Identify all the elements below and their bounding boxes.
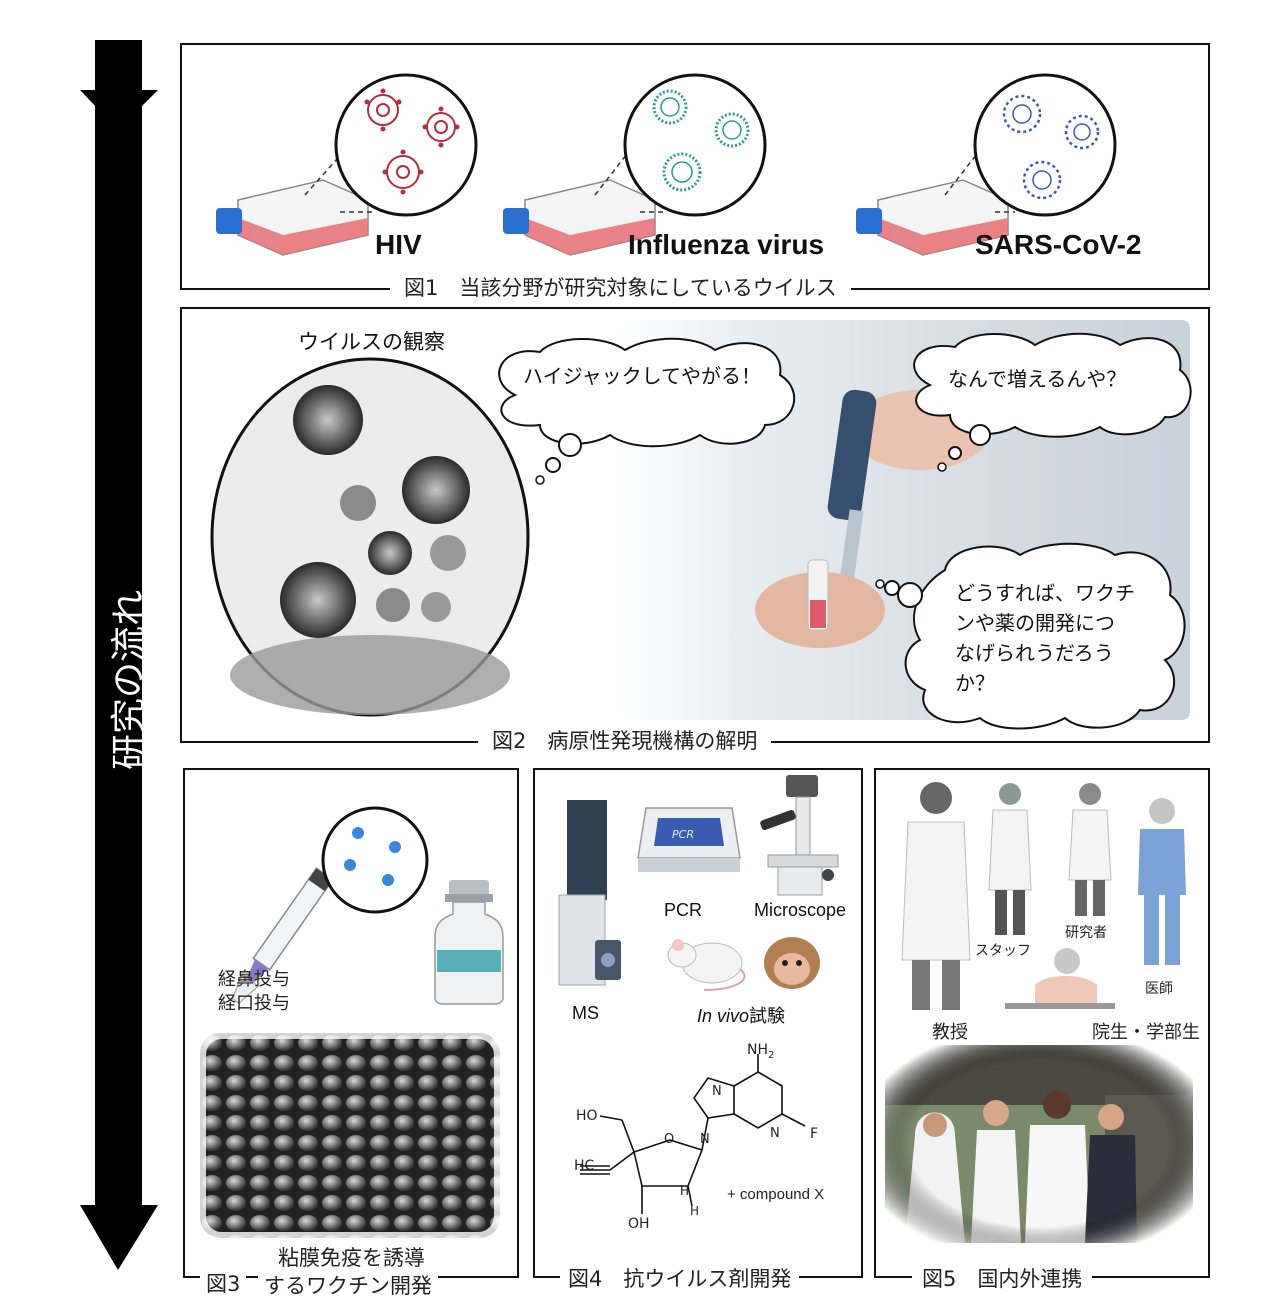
professor-figure: [901, 782, 971, 1010]
compound-x-label: + compound X: [727, 1186, 825, 1203]
chem-h-1: H: [680, 1184, 690, 1198]
chem-oh: OH: [628, 1216, 650, 1232]
role-researcher: 研究者: [1065, 925, 1107, 941]
observation-label: ウイルスの観察: [298, 330, 445, 354]
invivo-rest: 試験: [749, 1006, 786, 1027]
virus-label-hiv: HIV: [375, 229, 422, 260]
mucosa-sem-image: [194, 1027, 506, 1244]
mass-spectrometer-icon: [558, 800, 621, 986]
flask-hiv: [216, 179, 369, 256]
route-nasal: 経鼻投与: [218, 969, 290, 990]
bubble-vaccine-line-4: か？: [955, 671, 995, 695]
fig2-caption: 図2 病原性発現機構の解明: [478, 725, 772, 755]
virus-label-flu: Influenza virus: [628, 229, 825, 260]
hiv-zoom-circle: [334, 73, 478, 217]
flask-sars: [856, 179, 1009, 256]
bubble-vaccine: [875, 542, 1186, 730]
microscope-label: Microscope: [754, 900, 847, 920]
vial-icon: [434, 880, 504, 1005]
role-staff: スタッフ: [975, 943, 1031, 959]
pcr-label: PCR: [664, 900, 703, 920]
fig3-caption-line-2: するワクチン開発: [258, 1270, 438, 1300]
student-figure: [1005, 948, 1115, 1009]
ms-label: MS: [572, 1003, 599, 1023]
chem-nh2: NH2: [747, 1042, 774, 1061]
role-professor: 教授: [932, 1022, 968, 1043]
bubble-hijack-text: ハイジャックしてやがる！: [523, 364, 761, 388]
invivo-label: In vivo試験: [697, 1002, 785, 1028]
fig5-caption: 図5 国内外連携: [912, 1263, 1093, 1293]
chemical-structure: [580, 1054, 806, 1214]
group-photo: [885, 1045, 1193, 1243]
bubble-why: [913, 332, 1192, 472]
research-flow-label: 研究の流れ: [109, 589, 150, 771]
route-oral: 経口投与: [218, 993, 290, 1014]
chem-h-2: H: [690, 1204, 700, 1218]
flask-flu: [503, 179, 656, 256]
pcr-screen-text: PCR: [672, 828, 694, 841]
research-flow-arrow: [80, 40, 158, 1270]
monkey-icon: [764, 937, 820, 989]
mouse-icon: [667, 939, 746, 991]
chem-ho: HO: [576, 1108, 598, 1124]
zoom-lines: [304, 149, 1015, 213]
fig1-caption: 図1 当該分野が研究対象にしているウイルス: [390, 272, 851, 302]
researcher-figure: [1068, 783, 1112, 916]
role-doctor: 医師: [1145, 981, 1173, 997]
fig3-caption-prefix: 図3: [200, 1268, 247, 1298]
fig4-caption: 図4 抗ウイルス剤開発: [560, 1263, 800, 1293]
doctor-figure: [1138, 798, 1186, 965]
bubble-vaccine-line-1: どうすれば、ワクチ: [955, 581, 1135, 605]
chem-f: F: [810, 1126, 819, 1142]
fig3-caption-line-1: 粘膜免疫を誘導: [272, 1242, 431, 1272]
bubble-vaccine-line-2: ンや薬の開発につ: [955, 611, 1115, 635]
invivo-italic: In vivo: [697, 1006, 750, 1026]
chem-o: O: [664, 1132, 675, 1147]
sars-zoom-circle: [973, 73, 1117, 217]
em-observation-circle: [210, 357, 530, 717]
flu-zoom-circle: [623, 73, 767, 217]
particle-zoom-circle: [321, 806, 429, 914]
bubble-why-text: なんで増えるんや？: [948, 367, 1127, 391]
chem-n-2: N: [770, 1126, 780, 1141]
chem-n-1: N: [712, 1084, 722, 1099]
bubble-vaccine-line-3: なげられうだろう: [955, 641, 1114, 665]
microscope-icon: [760, 775, 839, 896]
chem-nh2-main: NH: [747, 1042, 768, 1058]
role-students: 院生・学部生: [1092, 1022, 1200, 1043]
chem-n-3: N: [700, 1132, 710, 1147]
chem-hc: HC: [574, 1158, 595, 1174]
pcr-machine-icon: [637, 807, 741, 872]
chem-nh2-sub: 2: [768, 1049, 775, 1061]
staff-figure: [988, 783, 1032, 935]
virus-label-sars: SARS-CoV-2: [975, 229, 1142, 260]
bubble-hijack: [498, 337, 796, 485]
